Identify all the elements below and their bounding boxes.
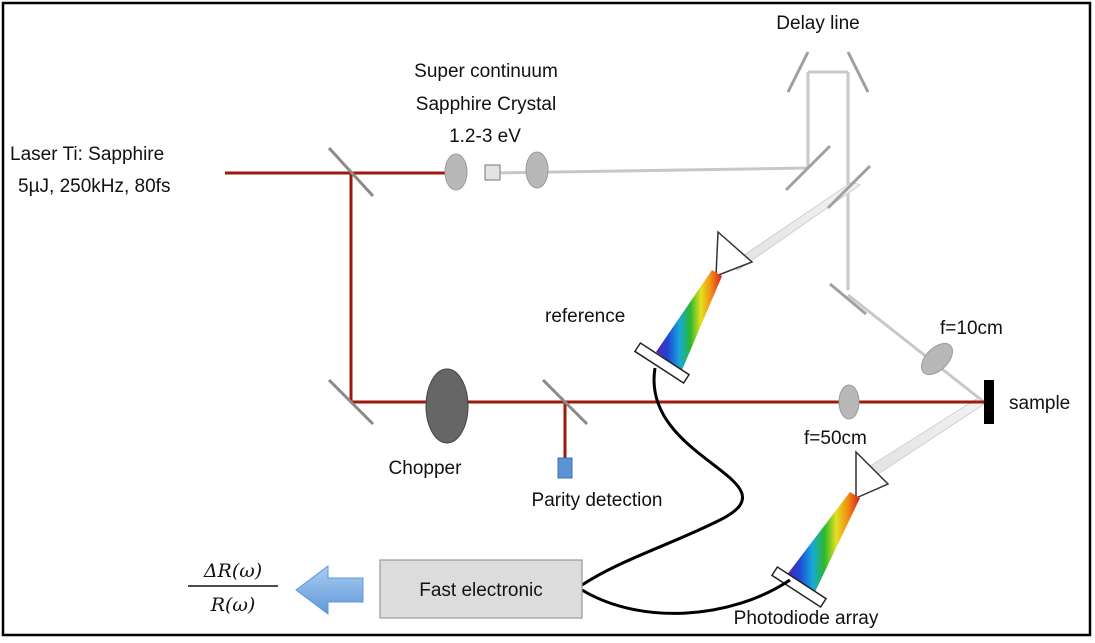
sample-holder — [984, 380, 994, 424]
probe-lens-f10 — [920, 342, 954, 376]
photodiode-prism — [855, 450, 890, 500]
beam-splitter-mirror — [327, 146, 375, 198]
chopper-wheel — [425, 368, 469, 444]
probe-beam-path — [489, 70, 985, 404]
photodiode-array-label: Photodiode array — [734, 608, 879, 629]
f50-label: f=50cm — [804, 428, 867, 449]
mirrors — [327, 146, 589, 426]
output-arrow — [295, 565, 364, 615]
photodiode-cable — [581, 578, 791, 615]
reference-cable — [581, 367, 744, 587]
sapphire-crystal — [484, 164, 501, 181]
fold-mirror — [327, 378, 375, 426]
energy-range-label: 1.2-3 eV — [449, 126, 521, 147]
sample-label: sample — [1009, 393, 1070, 414]
reference-detector — [633, 341, 691, 385]
laser-label-line2: 5µJ, 250kHz, 80fs — [18, 176, 170, 197]
laser-label-line1: Laser Ti: Sapphire — [10, 144, 164, 165]
formula-denominator: R(ω) — [210, 594, 256, 616]
parity-detection-label: Parity detection — [532, 490, 663, 511]
fast-electronic-box — [379, 559, 583, 619]
chopper-label: Chopper — [389, 458, 463, 479]
f10-label: f=10cm — [940, 318, 1003, 339]
fast-electronic-label: Fast electronic — [419, 580, 543, 601]
photodiode-spectrum-fan — [786, 492, 860, 594]
parity-pickoff-mirror — [541, 378, 589, 426]
pump-lens-f50 — [838, 384, 860, 420]
sample-probe-cone — [863, 397, 985, 479]
super-continuum-label: Super continuum — [414, 61, 558, 82]
photodiode-array-detector — [770, 565, 828, 609]
reference-spectrum-fan — [656, 270, 722, 370]
collimating-lens — [525, 151, 549, 189]
reference-prism — [715, 230, 754, 278]
delay-mirrors — [784, 51, 872, 316]
formula-numerator: ΔR(ω) — [203, 560, 262, 582]
reference-label: reference — [545, 306, 625, 327]
parity-detector — [557, 457, 573, 479]
sapphire-crystal-label: Sapphire Crystal — [416, 94, 556, 115]
focusing-lens-1 — [444, 153, 468, 191]
delta-r-over-r-formula: ΔR(ω) R(ω) — [188, 560, 278, 616]
delay-line-label: Delay line — [776, 13, 859, 34]
